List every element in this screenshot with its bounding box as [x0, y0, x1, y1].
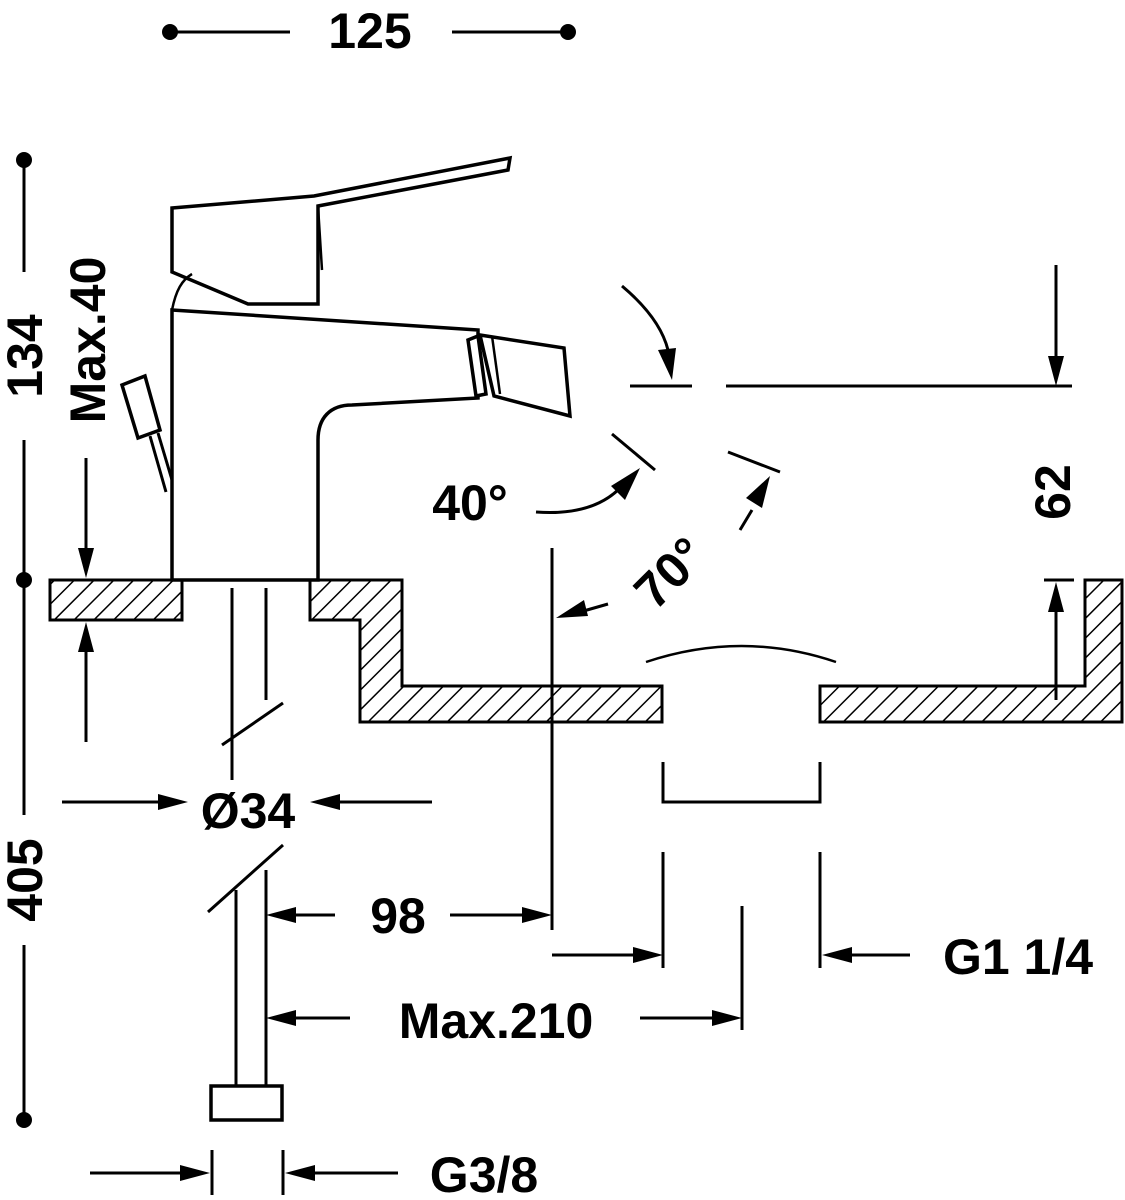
deck-right-section — [308, 578, 664, 724]
arrowhead — [266, 907, 296, 923]
arrowhead — [712, 1010, 742, 1026]
spout-reach-label: 98 — [370, 888, 426, 944]
arrowhead — [266, 1010, 296, 1026]
max-reach-label: Max.210 — [399, 993, 594, 1049]
arrowhead — [158, 794, 188, 810]
supply-thread-label: G3/8 — [430, 1147, 538, 1200]
arrowhead — [611, 468, 640, 500]
height-dimension: 134 405 — [0, 152, 53, 1128]
diameter-dimension: Ø34 — [62, 783, 432, 839]
tilt-angle-label: 40° — [432, 475, 508, 531]
waste-thread-label: G1 1/4 — [943, 929, 1093, 985]
diameter-label: Ø34 — [201, 783, 296, 839]
outlet-height-dimension: 62 — [630, 265, 1081, 700]
drain-arc — [645, 644, 837, 664]
outlet-height-label: 62 — [1025, 464, 1081, 520]
spray-head — [477, 332, 572, 419]
supply-thread-dimension: G3/8 — [90, 1147, 538, 1200]
popup-rod-knob — [119, 373, 163, 441]
supply-connector — [209, 1084, 284, 1122]
waste-pipe-top — [661, 762, 822, 804]
width-label: 125 — [328, 3, 411, 59]
faucet-body — [119, 155, 572, 582]
max-thickness-label: Max.40 — [60, 257, 116, 424]
supply-pipe — [207, 588, 284, 1122]
basin-right-section — [818, 578, 1124, 724]
arrowhead — [78, 548, 94, 578]
arrowhead — [1048, 582, 1064, 612]
height-upper-label: 134 — [0, 314, 53, 398]
swivel-angle-label: 70° — [623, 526, 716, 619]
arrowhead — [556, 600, 588, 618]
spray-nozzle — [466, 333, 488, 399]
faucet-handle — [170, 155, 513, 306]
arrowhead — [746, 476, 770, 508]
arrowhead — [633, 947, 663, 963]
swivel-angle-dimension: 70° — [556, 450, 781, 620]
arrowhead — [78, 622, 94, 652]
arrowhead — [310, 794, 340, 810]
width-dimension: 125 — [162, 3, 576, 59]
waste-outlet: G1 1/4 — [552, 644, 1093, 985]
arrowhead — [285, 1165, 315, 1181]
arrowhead — [658, 348, 676, 380]
faucet-main-body — [170, 308, 480, 582]
arrowhead — [522, 907, 552, 923]
arrowhead — [1048, 356, 1064, 386]
deck-section — [48, 578, 1124, 724]
max-reach-dimension: Max.210 — [266, 906, 744, 1049]
arrowhead — [822, 947, 852, 963]
deck-left-section — [48, 578, 184, 622]
arrowhead — [180, 1165, 210, 1181]
spout-reach-dimension: 98 — [266, 548, 554, 944]
deck-thickness-dimension: Max.40 — [60, 257, 116, 742]
height-lower-label: 405 — [0, 838, 53, 921]
tilt-angle-dimension: 40° — [432, 284, 676, 531]
